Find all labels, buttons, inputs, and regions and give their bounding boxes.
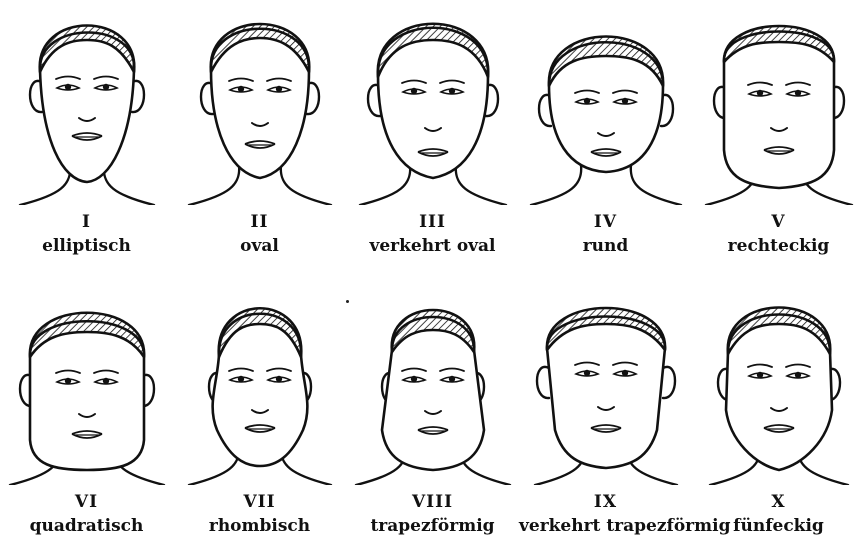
print-speck xyxy=(346,300,349,303)
face-drawing xyxy=(346,0,519,205)
face-drawing xyxy=(519,280,692,485)
face-outline xyxy=(40,33,134,183)
face-drawing xyxy=(173,0,346,205)
face-shape-caption: verkehrt trapezförmig xyxy=(519,516,692,536)
face-drawing xyxy=(692,0,865,205)
face-shape-caption: elliptisch xyxy=(0,236,173,256)
figure-numeral: IV xyxy=(519,212,692,232)
figure-numeral: VI xyxy=(0,492,173,512)
figure-numeral: VIII xyxy=(346,492,519,512)
face-figure-2: II oval xyxy=(173,0,346,275)
figure-numeral: I xyxy=(0,212,173,232)
figure-numeral: V xyxy=(692,212,865,232)
figure-numeral: VII xyxy=(173,492,346,512)
face-drawing xyxy=(346,280,519,485)
face-figure-9: IX verkehrt trapezförmig xyxy=(519,280,692,555)
figure-numeral: X xyxy=(692,492,865,512)
face-shape-caption: rund xyxy=(519,236,692,256)
face-figure-4: IV rund xyxy=(519,0,692,275)
face-shape-caption: verkehrt oval xyxy=(346,236,519,256)
face-drawing xyxy=(692,280,865,485)
face-shape-caption: rhombisch xyxy=(173,516,346,536)
face-figure-6: VI quadratisch xyxy=(0,280,173,555)
face-drawing xyxy=(519,0,692,205)
face-shape-caption: trapezförmig xyxy=(346,516,519,536)
face-shape-caption: rechteckig xyxy=(692,236,865,256)
figure-numeral: III xyxy=(346,212,519,232)
face-figure-7: VII rhombisch xyxy=(173,280,346,555)
face-drawing xyxy=(0,0,173,205)
face-drawing xyxy=(173,280,346,485)
face-shape-caption: oval xyxy=(173,236,346,256)
face-shape-caption: fünfeckig xyxy=(692,516,865,536)
face-figure-8: VIII trapezförmig xyxy=(346,280,519,555)
face-outline xyxy=(30,321,144,470)
face-figure-3: III verkehrt oval xyxy=(346,0,519,275)
figure-numeral: IX xyxy=(519,492,692,512)
face-drawing xyxy=(0,280,173,485)
face-outline xyxy=(547,317,665,469)
face-shape-caption: quadratisch xyxy=(0,516,173,536)
face-outline xyxy=(724,32,834,189)
figure-numeral: II xyxy=(173,212,346,232)
face-outline xyxy=(726,315,832,471)
